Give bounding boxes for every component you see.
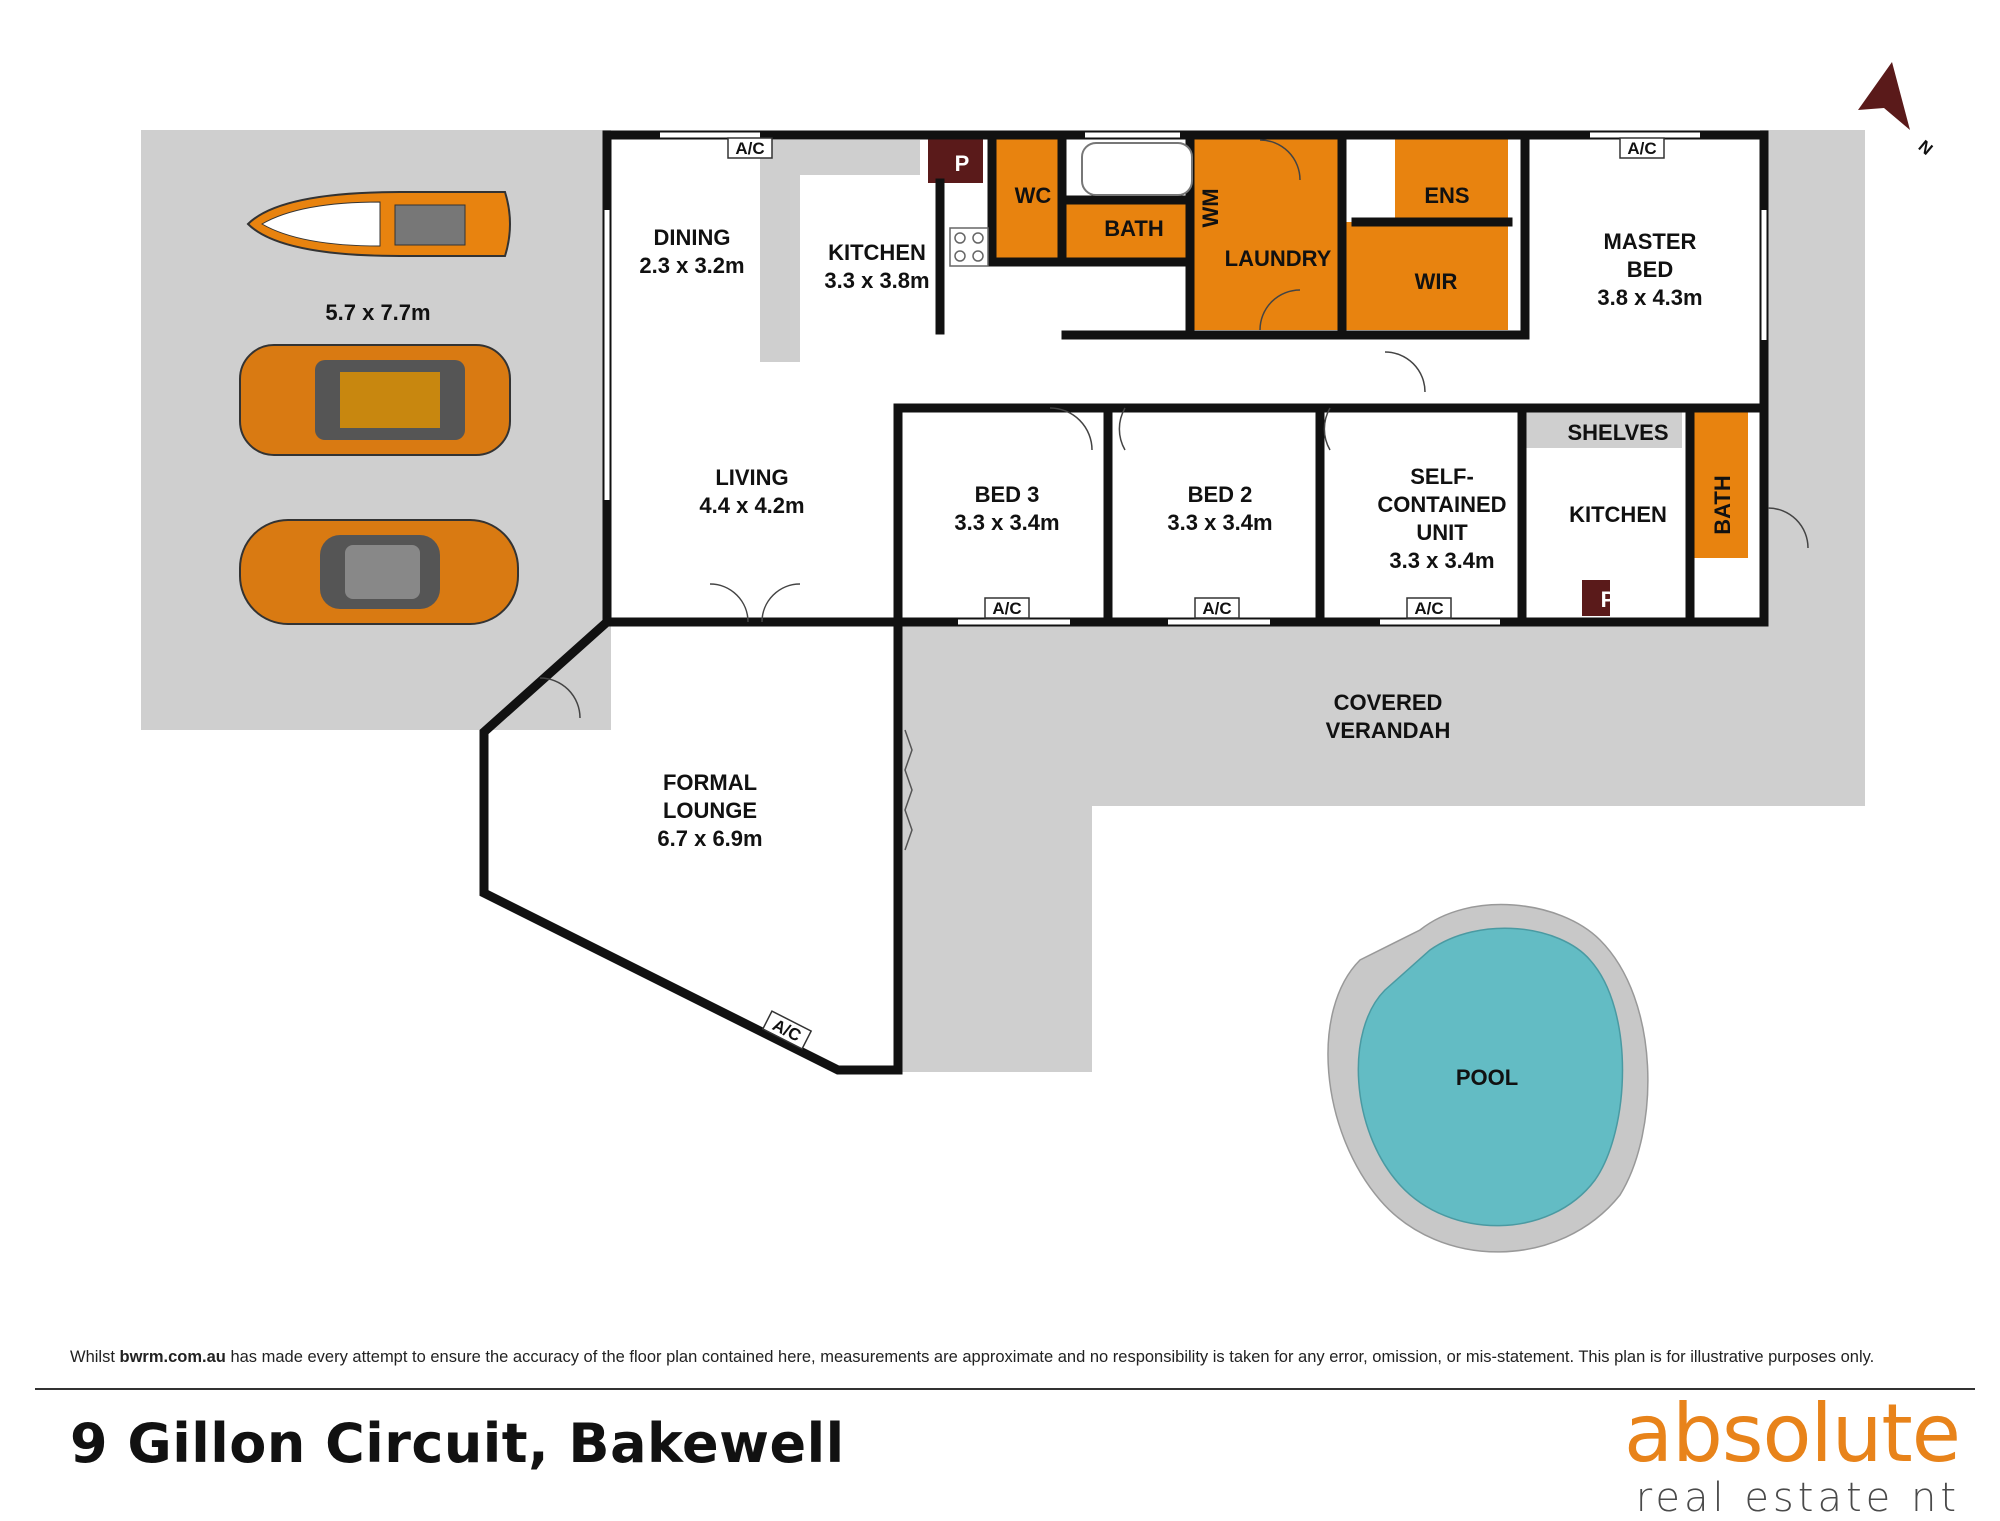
boat-icon [246,191,511,257]
unit-bath-area [1690,408,1748,558]
windows [604,132,1767,625]
formal-lounge-name-1: FORMAL [663,770,757,795]
wir-area [1346,222,1508,330]
formal-lounge-name-2: LOUNGE [663,798,757,823]
master-bed-name-1: MASTER [1604,229,1697,254]
pantry-box [928,137,983,183]
ac-label: A/C [735,139,764,158]
north-label: N [1915,137,1937,159]
wc-area [992,137,1058,259]
brand-logo: absolute real estate nt [1624,1387,1961,1521]
wc-name: WC [1015,183,1052,208]
unit-pantry-box [1582,580,1610,616]
disclaimer: Whilst bwrm.com.au has made every attemp… [70,1348,1950,1367]
ens-name: ENS [1424,183,1469,208]
brand-line-1: absolute [1624,1387,1961,1480]
ac-label: A/C [1202,599,1231,618]
master-bed-dims: 3.8 x 4.3m [1597,285,1702,310]
shelves-area [1522,410,1682,448]
unit-name-1: SELF- [1410,464,1474,489]
doors [539,139,1809,719]
wm-name: WM [1198,188,1223,227]
bathtub [1081,142,1193,196]
unit-kitchen-name: KITCHEN [1569,502,1667,527]
garage-dims: 5.7 x 7.7m [325,300,430,325]
pantry-label: P [955,151,970,176]
disclaimer-post: has made every attempt to ensure the acc… [225,1348,1875,1366]
unit-pantry-label: P [1601,587,1616,612]
suv-icon [239,344,511,456]
verandah-name-2: VERANDAH [1326,718,1451,743]
laundry-name: LAUNDRY [1225,246,1332,271]
ac-units: A/C A/C A/C A/C A/C A/C [727,137,1665,1050]
east-side-area [1760,130,1865,624]
property-address: 9 Gillon Circuit, Bakewell [70,1412,845,1475]
walls [479,130,1769,1075]
wir-name: WIR [1415,269,1458,294]
bath-name: BATH [1104,216,1163,241]
bed2-name: BED 2 [1188,482,1253,507]
living-name: LIVING [715,465,788,490]
kitchen-bench [760,140,920,362]
footer-divider [35,1388,1975,1390]
pool-water [1357,927,1624,1227]
dining-dims: 2.3 x 3.2m [639,253,744,278]
ac-label: A/C [992,599,1021,618]
kitchen-name: KITCHEN [828,240,926,265]
verandah-name-1: COVERED [1334,690,1443,715]
bed2-dims: 3.3 x 3.4m [1167,510,1272,535]
car-icon [239,519,519,625]
ac-label: A/C [1414,599,1443,618]
bath-area [1062,200,1190,258]
north-arrow-icon: N [1858,62,1936,159]
formal-lounge-dims: 6.7 x 6.9m [657,826,762,851]
unit-dims: 3.3 x 3.4m [1389,548,1494,573]
covered-verandah-area [898,624,1865,1072]
master-bed-name-2: BED [1627,257,1673,282]
bed3-dims: 3.3 x 3.4m [954,510,1059,535]
stove [949,227,989,267]
disclaimer-pre: Whilst [70,1348,120,1366]
pool-name: POOL [1456,1065,1518,1090]
laundry-area [1190,137,1338,330]
ens-area [1395,137,1508,222]
kitchen-dims: 3.3 x 3.8m [824,268,929,293]
shelves-name: SHELVES [1567,420,1668,445]
brand-line-2: real estate nt [1635,1475,1960,1521]
dining-name: DINING [654,225,731,250]
unit-name-3: UNIT [1416,520,1468,545]
bed3-name: BED 3 [975,482,1040,507]
unit-name-2: CONTAINED [1377,492,1506,517]
disclaimer-site: bwrm.com.au [119,1348,226,1366]
folding-door [904,729,913,851]
unit-bath-name: BATH [1710,475,1735,534]
living-dims: 4.4 x 4.2m [699,493,804,518]
ac-label: A/C [1627,139,1656,158]
